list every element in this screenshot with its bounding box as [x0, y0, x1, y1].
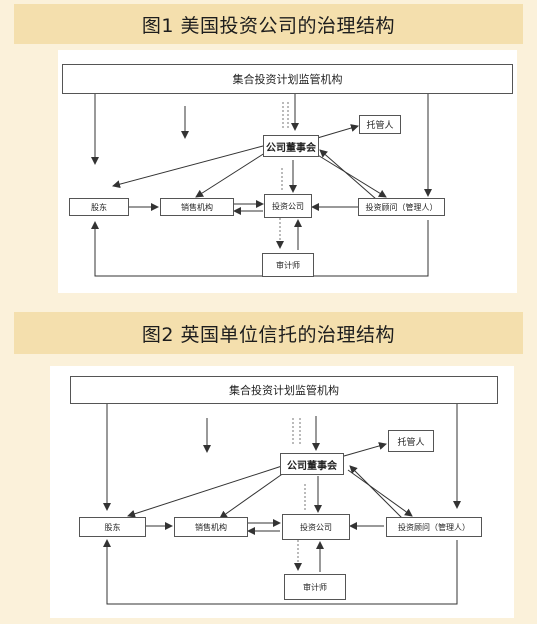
figure-2-title: 图2 英国单位信托的治理结构	[14, 312, 523, 354]
arrow-board-to-advisor	[347, 469, 413, 517]
figure-1-connectors	[91, 94, 432, 277]
board-box: 公司董事会	[280, 453, 344, 475]
shareholders-box: 股东	[79, 517, 146, 537]
arrow-board-to-custodian	[313, 124, 359, 140]
company-box: 投资公司	[264, 194, 312, 218]
figure-1: 图1 美国投资公司的治理结构	[0, 0, 537, 306]
arrow-board-to-shareholders	[112, 145, 264, 189]
loop-advisor-to-shareholders	[103, 539, 458, 605]
figure-1-diagram: 集合投资计划监管机构 公司董事会 托管人 股东 销售机构 投资公司 投资顾问（管…	[58, 50, 517, 293]
arrow-board-to-shareholders	[127, 465, 283, 518]
sales-box: 销售机构	[174, 517, 248, 537]
sales-box: 销售机构	[160, 198, 234, 216]
figure-2: 图2 英国单位信托的治理结构	[0, 306, 537, 624]
figure-1-title: 图1 美国投资公司的治理结构	[14, 4, 523, 44]
regulator-box: 集合投资计划监管机构	[70, 376, 498, 404]
board-box: 公司董事会	[263, 135, 319, 157]
arrow-board-to-sales	[195, 150, 269, 198]
advisor-box: 投资顾问（管理人）	[386, 517, 482, 537]
advisor-box: 投资顾问（管理人）	[358, 198, 445, 216]
custodian-box: 托管人	[388, 430, 434, 452]
figure-2-diagram: 集合投资计划监管机构 公司董事会 托管人 股东 销售机构 投资公司 投资顾问（管…	[50, 366, 514, 618]
figure-2-connectors	[103, 404, 461, 605]
arrow-board-to-sales	[219, 469, 289, 519]
shareholders-box: 股东	[69, 198, 129, 216]
arrow-board-to-custodian	[343, 442, 387, 457]
regulator-box: 集合投资计划监管机构	[62, 64, 513, 94]
loop-advisor-to-shareholders	[91, 220, 429, 277]
arrow-board-to-advisor	[315, 153, 387, 198]
custodian-box: 托管人	[359, 115, 401, 134]
arrow-advisor-to-board	[349, 465, 403, 519]
auditor-box: 审计师	[262, 253, 314, 277]
auditor-box: 审计师	[284, 574, 346, 600]
company-box: 投资公司	[282, 514, 350, 540]
arrow-advisor-to-board	[319, 149, 377, 200]
